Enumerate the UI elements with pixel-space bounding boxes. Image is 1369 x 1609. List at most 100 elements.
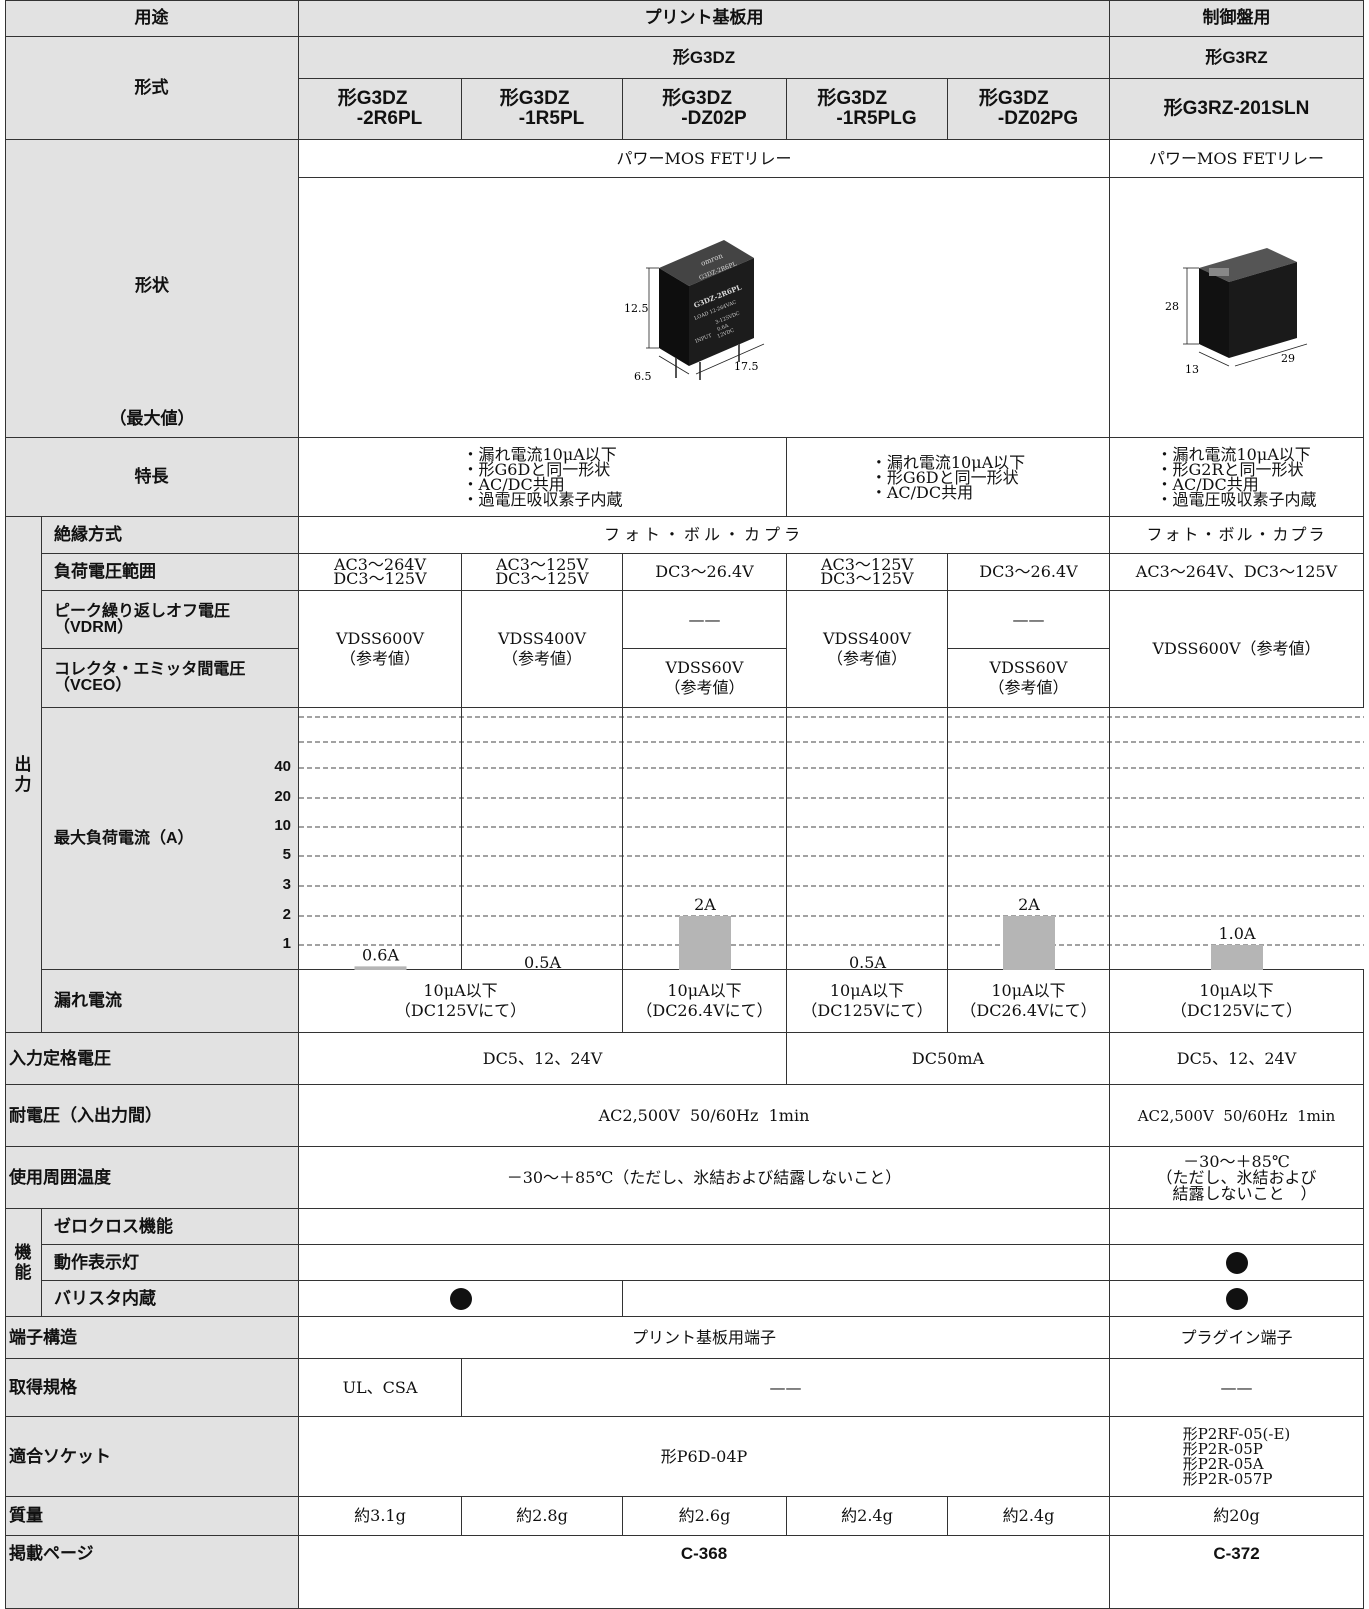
output-group-label: 出 力 xyxy=(5,517,42,1033)
indicator-g3rz xyxy=(1110,1245,1364,1281)
weight-g3rz: 約20g xyxy=(1110,1497,1364,1536)
g3rz-image-cell: 28 13 29 xyxy=(1110,178,1364,438)
socket-g3rz: 形P2RF-05(-E) 形P2R-05P 形P2R-05A 形P2R-057P xyxy=(1110,1417,1364,1497)
weight-c4: 約2.4g xyxy=(787,1497,948,1536)
input-voltage-g1: DC5、12、24V xyxy=(299,1033,787,1085)
load-voltage-c2: AC3～125V DC3～125V xyxy=(462,554,623,591)
g3dz-mark-5: 0.6A xyxy=(717,322,730,332)
load-voltage-c5: DC3～26.4V xyxy=(948,554,1110,591)
ambient-g3rz: －30～＋85℃ （ただし、氷結および 結露しないこと ） xyxy=(1110,1147,1364,1209)
indicator-g3dz xyxy=(299,1245,1110,1281)
filled-circle-icon xyxy=(449,1287,472,1310)
varistor-g3rz xyxy=(1110,1281,1364,1317)
withstand-label: 耐電圧（入出力間） xyxy=(5,1085,299,1147)
g3dz-dim-depth: 6.5 xyxy=(634,370,652,383)
vdss-g3rz: VDSS600V（参考値） xyxy=(1110,591,1364,708)
functions-group-label: 機 能 xyxy=(5,1209,42,1317)
bar-label-1: 0.5A xyxy=(524,953,561,970)
g3dz-dim-width: 17.5 xyxy=(734,360,759,373)
ytick-2: 2 xyxy=(282,906,291,923)
model-g3rz: 形G3RZ-201SLN xyxy=(1110,79,1364,140)
peak-dash-c5: —— xyxy=(948,591,1110,649)
features-group2: ・漏れ電流10μA以下 ・形G6Dと同一形状 ・AC/DC共用 xyxy=(787,438,1110,517)
spec-table: 用途 プリント基板用 制御盤用 形式 形G3DZ 形G3RZ 形G3DZ -2R… xyxy=(5,0,1364,1609)
withstand-g3rz: AC2,500V 50/60Hz 1min xyxy=(1110,1085,1364,1147)
leakage-c3: 10μA以下 （DC26.4Vにて） xyxy=(623,970,787,1033)
max-current-label: 最大負荷電流（A） xyxy=(42,708,299,970)
series-g3rz: 形G3RZ xyxy=(1110,37,1364,79)
vdss-c5: VDSS60V （参考値） xyxy=(948,649,1110,708)
model-dz02p: 形G3DZ -DZ02P xyxy=(623,79,787,140)
bar-label-4: 2A xyxy=(1018,895,1040,914)
zero-cross-g3dz xyxy=(299,1209,1110,1245)
load-voltage-g3rz: AC3～264V、DC3～125V xyxy=(1110,554,1364,591)
terminal-g3rz: プラグイン端子 xyxy=(1110,1317,1364,1359)
standards-c1: UL、CSA xyxy=(299,1359,462,1417)
filled-circle-icon xyxy=(1225,1287,1248,1310)
load-voltage-c1: AC3～264V DC3～125V xyxy=(299,554,462,591)
shape-sublabel: （最大値） xyxy=(109,409,195,428)
bar-2 xyxy=(679,916,731,970)
use-label: 用途 xyxy=(5,0,299,37)
model-1r5plg: 形G3DZ -1R5PLG xyxy=(787,79,948,140)
zero-cross-label: ゼロクロス機能 xyxy=(42,1209,299,1245)
varistor-c345 xyxy=(623,1281,1110,1317)
standards-label: 取得規格 xyxy=(5,1359,299,1417)
ambient-label: 使用周囲温度 xyxy=(5,1147,299,1209)
varistor-label: バリスタ内蔵 xyxy=(42,1281,299,1317)
isolation-label: 絶縁方式 xyxy=(42,517,299,554)
leakage-c12: 10μA以下 （DC125Vにて） xyxy=(299,970,623,1033)
features-group1: ・漏れ電流10μA以下 ・形G6Dと同一形状 ・AC/DC共用 ・過電圧吸収素子… xyxy=(299,438,787,517)
zero-cross-g3rz xyxy=(1110,1209,1364,1245)
peak-dash-c3: —— xyxy=(623,591,787,649)
weight-label: 質量 xyxy=(5,1497,299,1536)
socket-label: 適合ソケット xyxy=(5,1417,299,1497)
isolation-g3rz: フォト・ボル・カプラ xyxy=(1110,517,1364,554)
model-2r6pl: 形G3DZ -2R6PL xyxy=(299,79,462,140)
bar-4 xyxy=(1003,916,1055,970)
load-voltage-c3: DC3～26.4V xyxy=(623,554,787,591)
ambient-g3dz: －30～＋85℃（ただし、氷結および結露しないこと） xyxy=(299,1147,1110,1209)
g3dz-dim-height: 12.5 xyxy=(624,302,649,315)
bar-label-2: 2A xyxy=(694,895,716,914)
load-voltage-label: 負荷電圧範囲 xyxy=(42,554,299,591)
standards-g3rz: —— xyxy=(1110,1359,1364,1417)
g3dz-relay-image: omron G3DZ-2R6PL G3DZ-2R6PL LOAD 12-264V… xyxy=(624,239,765,383)
panel-use: 制御盤用 xyxy=(1110,0,1364,37)
ytick-20: 20 xyxy=(274,788,291,805)
g3rz-dim-height: 28 xyxy=(1165,300,1179,313)
bar-5 xyxy=(1211,945,1263,970)
terminal-label: 端子構造 xyxy=(5,1317,299,1359)
weight-c5: 約2.4g xyxy=(948,1497,1110,1536)
g3rz-dim-width: 29 xyxy=(1281,352,1295,365)
ytick-5: 5 xyxy=(282,846,291,863)
leakage-c5: 10μA以下 （DC26.4Vにて） xyxy=(948,970,1110,1033)
leakage-g3rz: 10μA以下 （DC125Vにて） xyxy=(1110,970,1364,1033)
withstand-g3dz: AC2,500V 50/60Hz 1min xyxy=(299,1085,1110,1147)
load-voltage-c4: AC3～125V DC3～125V xyxy=(787,554,948,591)
ytick-40: 40 xyxy=(274,758,291,775)
series-g3dz: 形G3DZ xyxy=(299,37,1110,79)
page-g3dz: C-368 xyxy=(299,1536,1110,1609)
ytick-3: 3 xyxy=(282,876,291,893)
indicator-label: 動作表示灯 xyxy=(42,1245,299,1281)
vdss-c3: VDSS60V （参考値） xyxy=(623,649,787,708)
weight-c3: 約2.6g xyxy=(623,1497,787,1536)
isolation-g3dz: フォト・ボル・カプラ xyxy=(299,517,1110,554)
standards-rest: —— xyxy=(462,1359,1110,1417)
input-voltage-label: 入力定格電圧 xyxy=(5,1033,299,1085)
leakage-label: 漏れ電流 xyxy=(42,970,299,1033)
g3rz-dim-depth: 13 xyxy=(1185,363,1199,376)
ytick-1: 1 xyxy=(282,935,291,952)
features-g3rz: ・漏れ電流10μA以下 ・形G2Rと同一形状 ・AC/DC共用 ・過電圧吸収素子… xyxy=(1110,438,1364,517)
ytick-10: 10 xyxy=(274,817,291,834)
shape-label-cell: 形状 （最大値） xyxy=(5,140,299,438)
filled-circle-icon xyxy=(1225,1251,1248,1274)
weight-c1: 約3.1g xyxy=(299,1497,462,1536)
bar-label-0: 0.6A xyxy=(362,945,399,964)
vdss-c2: VDSS400V （参考値） xyxy=(462,591,623,708)
peak-voltage-label: ピーク繰り返しオフ電圧（VDRM） xyxy=(42,591,299,649)
varistor-c12 xyxy=(299,1281,623,1317)
